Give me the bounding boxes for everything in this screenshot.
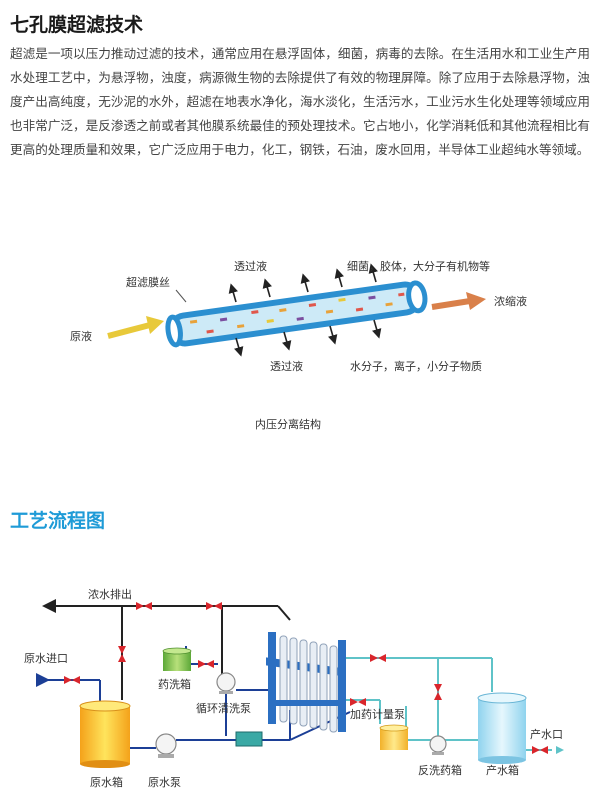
- tube-particles: [189, 292, 405, 334]
- passed-label: 水分子，离子，小分子物质: [350, 359, 482, 373]
- page-title: 七孔膜超滤技术: [10, 15, 144, 36]
- permeate-arrows-up: [228, 263, 378, 303]
- valve-icon: [434, 684, 442, 700]
- raw-tank: [79, 700, 131, 768]
- valve-icon: [198, 660, 214, 668]
- cleaning-pump: [216, 672, 236, 694]
- backwash-pump: [429, 735, 447, 755]
- raw-pump: [155, 733, 177, 758]
- cartridge-filter: [235, 731, 263, 747]
- chem-tank-label: 药洗箱: [158, 677, 191, 691]
- chem-tank: [162, 647, 192, 671]
- backwash-tank-label: 反洗药箱: [418, 763, 462, 777]
- membrane-diagram: 原液 超滤膜丝: [70, 259, 527, 431]
- fiber-leader-line: [175, 289, 187, 303]
- product-outlet-label: 产水口: [530, 727, 563, 741]
- valve-icon: [206, 602, 222, 610]
- diagram-caption: 内压分离结构: [255, 417, 321, 431]
- product-tank: [477, 692, 527, 764]
- valve-icon: [350, 698, 366, 706]
- membrane-tube: [165, 280, 428, 348]
- concentrate-out-label: 浓水排出: [88, 587, 132, 601]
- fiber-label: 超滤膜丝: [126, 275, 170, 289]
- retained-label: 细菌，胶体，大分子有机物等: [347, 259, 490, 273]
- feed-label: 原液: [70, 329, 92, 343]
- product-outlet-arrow-icon: [556, 746, 564, 754]
- dosing-tank: [379, 724, 409, 750]
- concentrate-label: 浓缩液: [494, 294, 527, 308]
- uf-membrane-rack: [266, 632, 346, 733]
- raw-inlet-label: 原水进口: [24, 652, 68, 665]
- permeate-top-label: 透过液: [234, 259, 267, 273]
- intro-paragraph: 超滤是一项以压力推动过滤的技术，通常应用在悬浮固体，细菌，病毒的去除。在生活用水…: [10, 47, 590, 157]
- valves: [64, 602, 548, 754]
- valve-icon: [136, 602, 152, 610]
- process-title: 工艺流程图: [10, 511, 106, 532]
- concentrate-arrow: [431, 292, 486, 310]
- product-tank-label: 产水箱: [486, 763, 519, 777]
- raw-pump-label: 原水泵: [148, 776, 181, 789]
- cleaning-pump-label: 循环清洗泵: [196, 702, 251, 715]
- valve-icon: [532, 746, 548, 754]
- feed-arrow: [107, 316, 164, 339]
- valve-icon: [64, 676, 80, 684]
- permeate-arrows-down: [234, 319, 382, 357]
- valve-icon: [118, 646, 126, 662]
- raw-tank-label: 原水箱: [90, 775, 123, 789]
- valve-icon: [370, 654, 386, 662]
- dosing-pump-label: 加药计量泵: [350, 708, 405, 721]
- permeate-bottom-label: 透过液: [270, 359, 303, 373]
